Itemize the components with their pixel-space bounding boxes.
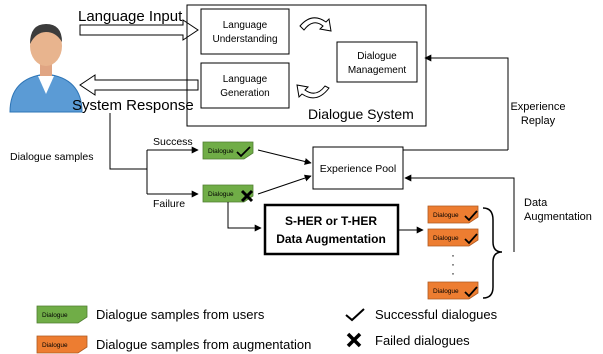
legend-user-sample-tag: Dialogue [36, 305, 88, 324]
experience-replay-line2: Replay [521, 115, 556, 127]
samples-trunk-line [109, 113, 147, 170]
system-response-label: System Response [72, 97, 194, 114]
language-generation-line2: Generation [220, 88, 269, 99]
dialogue-samples-label: Dialogue samples [10, 151, 93, 163]
legend-user-sample-text: Dialogue [42, 312, 68, 319]
legend-aug-sample-text: Dialogue [42, 342, 68, 349]
curved-arrow-lu-to-dm [299, 17, 332, 32]
legend-aug-label: Dialogue samples from augmentation [96, 337, 311, 352]
augmented-sample-tag: Dialogue [427, 205, 479, 224]
curved-arrow-dm-to-lg [296, 84, 330, 99]
language-understanding-line1: Language [223, 20, 268, 31]
language-understanding-line2: Understanding [212, 34, 277, 45]
her-augmentation-box [263, 203, 400, 256]
experience-pool-label: Experience Pool [320, 163, 396, 175]
success-label: Success [153, 136, 193, 148]
check-icon [464, 286, 478, 298]
legend-check-icon [345, 308, 365, 322]
augmented-sample-text: Dialogue [433, 235, 459, 242]
augmented-sample-tag: Dialogue [427, 228, 479, 247]
success-sample-text: Dialogue [208, 148, 234, 155]
failure-sample-text: Dialogue [208, 191, 234, 198]
augmented-sample-text: Dialogue [433, 212, 459, 219]
legend-x-mark-icon [346, 332, 362, 348]
experience-replay-arrow [424, 54, 509, 150]
ellipsis-dot: · [451, 266, 455, 280]
language-input-label: Language Input [78, 8, 183, 25]
augmentation-brace [482, 207, 503, 299]
augmented-sample-tag: Dialogue [427, 281, 479, 300]
experience-pool-box [312, 146, 404, 190]
check-icon [464, 210, 478, 222]
language-input-arrow [79, 19, 199, 41]
language-generation-box [200, 62, 290, 109]
success-to-pool-arrow [257, 149, 312, 165]
language-generation-line1: Language [223, 74, 268, 85]
data-augmentation-line2: Augmentation [524, 211, 592, 223]
dialogue-system-box [186, 4, 427, 127]
ellipsis-dot: · [451, 248, 455, 262]
dialogue-system-label: Dialogue System [308, 106, 414, 122]
check-icon [464, 233, 478, 245]
ellipsis-dot: · [451, 257, 455, 271]
failure-sample-tag: Dialogue [202, 184, 254, 203]
dialogue-management-box [336, 41, 418, 83]
legend-failed-label: Failed dialogues [375, 333, 470, 348]
dialogue-management-line2: Management [348, 65, 407, 76]
data-augmentation-line1: Data [524, 197, 548, 209]
system-response-arrow [79, 74, 199, 96]
failure-label: Failure [153, 198, 185, 210]
success-sample-tag: Dialogue [202, 141, 254, 160]
legend: Dialogue Dialogue samples from users Dia… [36, 305, 498, 354]
x-mark-icon [240, 189, 254, 203]
legend-successful-label: Successful dialogues [375, 307, 498, 322]
her-augmentation-line1: S-HER or T-HER [285, 214, 377, 228]
her-augmentation-line2: Data Augmentation [276, 232, 386, 246]
augmented-sample-text: Dialogue [433, 288, 459, 295]
failure-to-pool-arrow [257, 174, 312, 195]
user-avatar-icon [9, 24, 83, 113]
dialogue-management-line1: Dialogue [357, 51, 397, 62]
check-icon [236, 146, 251, 158]
legend-aug-sample-tag: Dialogue [36, 335, 88, 354]
data-augmentation-arrow [404, 174, 515, 252]
experience-replay-line1: Experience [510, 101, 565, 113]
legend-users-label: Dialogue samples from users [96, 307, 265, 322]
failure-to-her-arrow [227, 202, 262, 232]
language-understanding-box [200, 8, 290, 55]
